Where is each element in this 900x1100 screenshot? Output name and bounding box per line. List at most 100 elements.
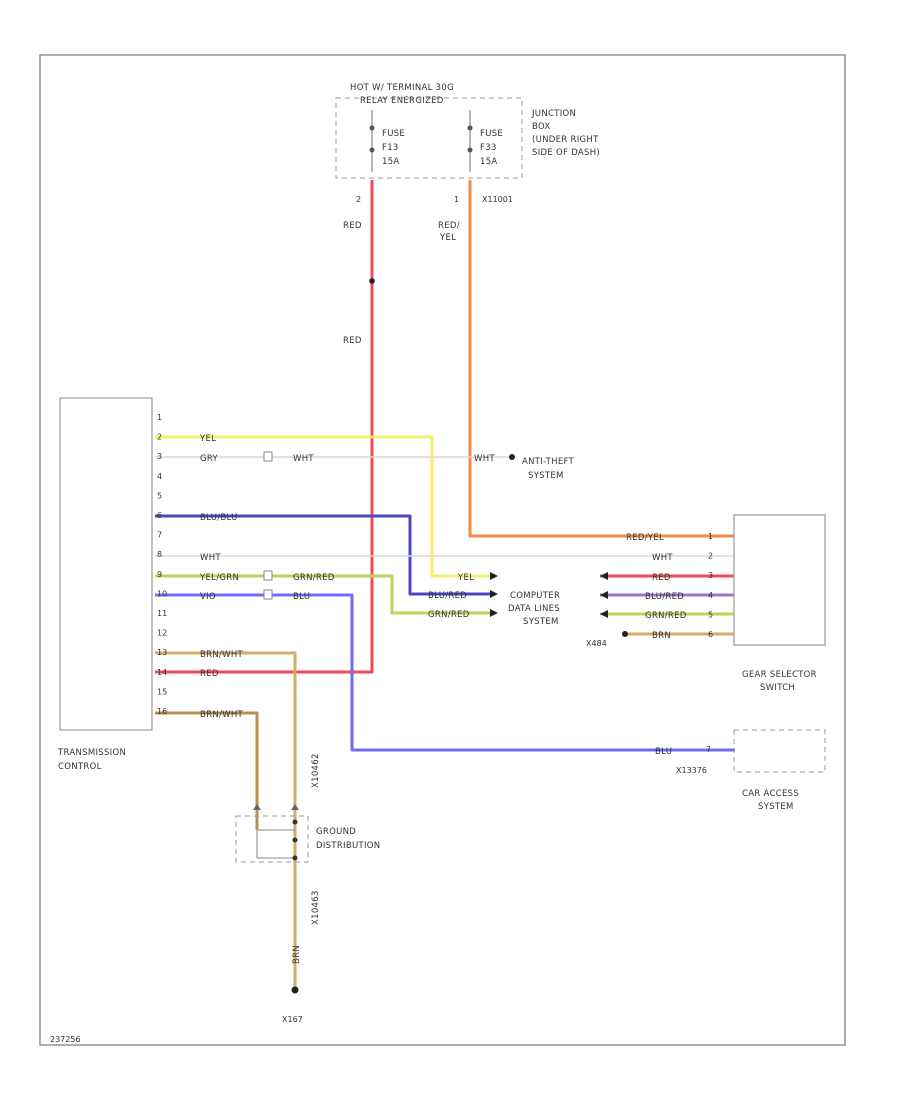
label-blu-car: BLU xyxy=(655,747,672,757)
tcm-pin-4: 4 xyxy=(157,472,162,481)
ground-node-1 xyxy=(292,819,298,825)
label-gnd-up: X10462 xyxy=(311,753,321,788)
car-access-label-2: SYSTEM xyxy=(758,802,794,812)
gear-pin-4: 4 xyxy=(708,591,713,600)
label-red-gs: RED xyxy=(652,573,671,583)
hot-label: HOT W/ TERMINAL 30G xyxy=(350,83,454,93)
fuse-1-terminal xyxy=(369,125,375,131)
ground-label-1: GROUND xyxy=(316,827,356,837)
junction-box-label-2: BOX xyxy=(532,122,551,132)
ground-point-label: X167 xyxy=(282,1015,303,1024)
fuse-1-id: F13 xyxy=(382,143,399,153)
anti-theft-label-1: ANTI-THEFT xyxy=(522,457,575,467)
fuse-2-terminal-2 xyxy=(467,147,473,153)
fuse-1-terminal-2 xyxy=(369,147,375,153)
label-red-yel-gs: RED/YEL xyxy=(626,533,664,543)
tcm-pin-6: 6 xyxy=(157,511,162,520)
inline-connector-red xyxy=(369,278,375,284)
label-grn-red-gs: GRN/RED xyxy=(645,611,687,621)
cds-connector-id: X484 xyxy=(586,639,607,648)
inline-connector-vio xyxy=(263,589,273,600)
ground-node-3 xyxy=(292,855,298,861)
wire-red-power xyxy=(155,180,374,674)
gear-selector-box xyxy=(733,514,826,646)
anti-theft-label-2: SYSTEM xyxy=(528,471,564,481)
label-red-yel-1: RED/ xyxy=(438,221,460,231)
label-gnd-down: X10463 xyxy=(311,890,321,925)
label-brn-wht-1: BRN/WHT xyxy=(200,650,244,660)
label-gry: GRY xyxy=(200,454,219,464)
junction-box-label-3: (UNDER RIGHT xyxy=(532,135,599,145)
gear-selector-label-2: SWITCH xyxy=(760,683,795,693)
wire-brn-wht-13 xyxy=(155,651,297,840)
tcm-pin-5: 5 xyxy=(157,491,162,500)
cds-label-3: SYSTEM xyxy=(523,617,559,627)
tcm-label-2: CONTROL xyxy=(58,762,102,772)
car-access-box xyxy=(733,729,826,773)
gear-pin-6: 6 xyxy=(708,630,713,639)
fuse-2-id: F33 xyxy=(480,143,497,153)
label-red-upper: RED xyxy=(343,221,362,231)
cds-label-2: DATA LINES xyxy=(508,604,560,614)
wire-brn-wht-16 xyxy=(155,711,259,830)
inline-connector-ygrn xyxy=(263,570,273,581)
fuse-2-rating: 15A xyxy=(480,157,498,167)
gear-selector-pin-labels: 1 2 3 4 5 6 xyxy=(708,532,713,639)
fuse-2-pin: 1 xyxy=(454,195,459,204)
tcm-pin-2: 2 xyxy=(157,433,162,442)
footer-id: 237256 xyxy=(50,1035,81,1044)
junction-box-label-4: SIDE OF DASH) xyxy=(532,148,600,158)
gear-pin-5: 5 xyxy=(708,610,713,619)
tcm-pin-7: 7 xyxy=(157,531,162,540)
tcm-pin-13: 13 xyxy=(157,648,167,657)
label-blu: BLU xyxy=(293,592,310,602)
ground-point-dot xyxy=(291,986,299,994)
label-yel: YEL xyxy=(199,434,216,444)
label-grn-red-cds: GRN/RED xyxy=(428,610,470,620)
tcm-pin-9: 9 xyxy=(157,570,162,579)
label-brn-wht-2: BRN/WHT xyxy=(200,710,244,720)
label-blu-red-cds: BLU/RED xyxy=(428,591,467,601)
junction-box-outline xyxy=(335,97,523,179)
car-access-connector: X13376 xyxy=(676,766,707,775)
label-grn-red: GRN/RED xyxy=(293,573,335,583)
car-access-label-1: CAR ACCESS xyxy=(742,789,799,799)
cds-label-1: COMPUTER xyxy=(510,591,560,601)
label-blu-blu: BLU/BLU xyxy=(200,513,238,523)
fuse-1-name: FUSE xyxy=(382,129,405,139)
gear-selector-label-1: GEAR SELECTOR xyxy=(742,670,817,680)
tcm-pin-1: 1 xyxy=(157,413,162,422)
cds-arrow-yel xyxy=(490,572,498,580)
wire-vio-blu xyxy=(155,593,735,752)
tcm-pin-8: 8 xyxy=(157,550,162,559)
gear-pin-2: 2 xyxy=(708,552,713,561)
tcm-box xyxy=(59,397,153,731)
tcm-pin-16: 16 xyxy=(157,707,167,716)
wire-red-yel-gear xyxy=(468,180,735,538)
label-red-yel-2: YEL xyxy=(439,233,456,243)
ground-in-arrow-2 xyxy=(291,804,299,810)
anti-theft-connector-dot xyxy=(509,454,515,460)
ground-distribution-box xyxy=(235,815,309,863)
tcm-label-1: TRANSMISSION xyxy=(57,748,126,758)
label-vio: VIO xyxy=(200,592,216,602)
tcm-pin-10: 10 xyxy=(157,589,167,598)
cds-arrow-gs-blu xyxy=(600,591,608,599)
label-brn-gs: BRN xyxy=(652,631,671,641)
gear-pin-1: 1 xyxy=(708,532,713,541)
gear-pin-3: 3 xyxy=(708,571,713,580)
label-wht-gear: WHT xyxy=(200,553,221,563)
cds-x484-dot xyxy=(622,631,628,637)
inline-connector-gry xyxy=(263,451,273,462)
fuse-2-name: FUSE xyxy=(480,129,503,139)
car-access-pin: 7 xyxy=(706,745,711,754)
fuse-1-rating: 15A xyxy=(382,157,400,167)
wire-yel xyxy=(155,435,490,578)
tcm-pin-11: 11 xyxy=(157,609,167,618)
tcm-pin-14: 14 xyxy=(157,668,167,677)
label-brn-gnd: BRN xyxy=(292,945,302,964)
junction-box-label-1: JUNCTION xyxy=(531,109,576,119)
relay-label: RELAY ENERGIZED xyxy=(360,96,444,106)
label-blu-red-gs: BLU/RED xyxy=(645,592,684,602)
